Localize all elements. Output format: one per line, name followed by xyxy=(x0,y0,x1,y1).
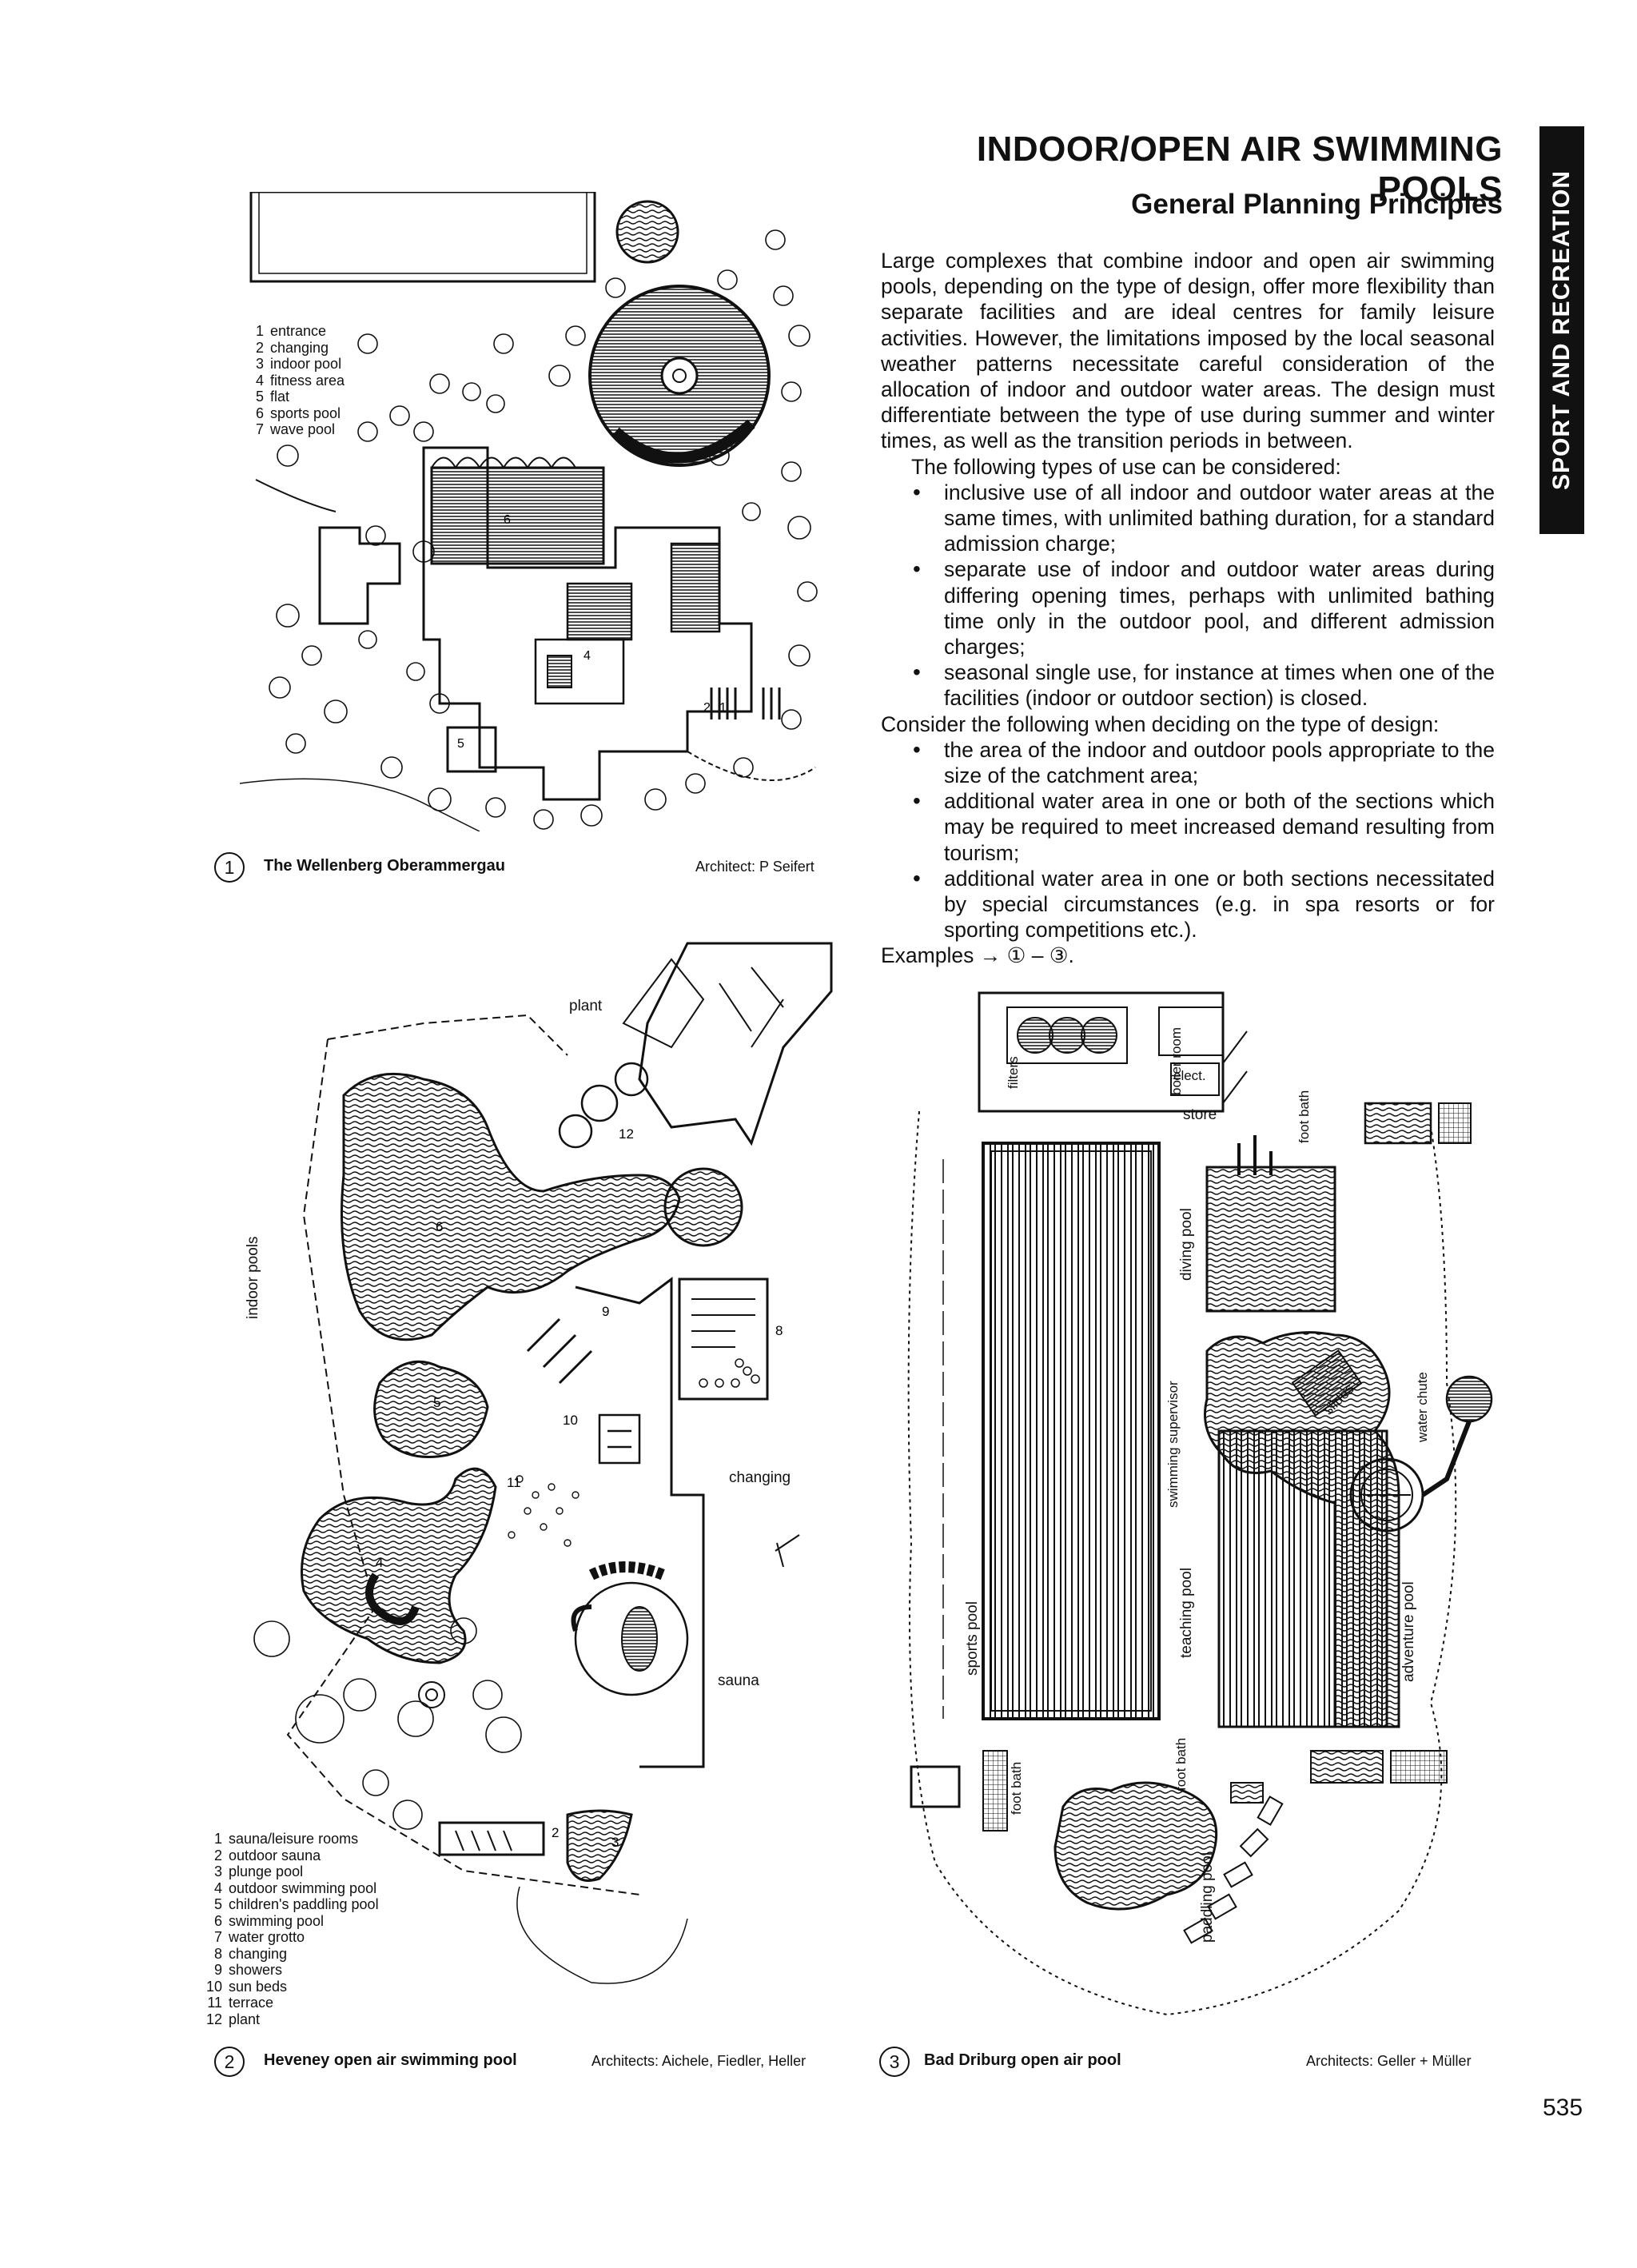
plan-label-boiler-room: boiler room xyxy=(1169,1026,1184,1095)
plan-mark: 4 xyxy=(376,1555,383,1570)
figure-3-site-plan xyxy=(907,991,1493,2016)
plan-label-diving-pool: diving pool xyxy=(1178,1208,1195,1281)
list-item: seasonal single use, for instance at tim… xyxy=(881,660,1495,711)
plan-mark: 5 xyxy=(433,1395,440,1410)
figure-1-site-plan: 6 4 2 5 1 xyxy=(240,192,818,831)
body-text: Large complexes that combine indoor and … xyxy=(881,248,1495,969)
plan-label-paddling-pool: paddling pool xyxy=(1199,1851,1216,1943)
plan-label-foot-bath: foot bath xyxy=(1173,1737,1189,1791)
plan-label-adventure-pool: adventure pool xyxy=(1400,1581,1417,1682)
list-design-factors: the area of the indoor and outdoor pools… xyxy=(881,737,1495,943)
list-item: the area of the indoor and outdoor pools… xyxy=(881,737,1495,788)
list-item: separate use of indoor and outdoor water… xyxy=(881,556,1495,660)
plan-mark: 11 xyxy=(507,1475,521,1490)
plan-mark: 7 xyxy=(671,1203,679,1218)
examples-reference: Examples → ① – ③. xyxy=(881,943,1074,968)
list-use-types: inclusive use of all indoor and outdoor … xyxy=(881,480,1495,711)
figure-2-architect: Architects: Aichele, Fiedler, Heller xyxy=(591,2053,807,2069)
plan-label-elect: elect. xyxy=(1173,1068,1206,1083)
plan-mark: 4 xyxy=(584,649,591,663)
section-tab: SPORT AND RECREATION xyxy=(1539,126,1584,534)
paragraph-types: The following types of use can be consid… xyxy=(911,454,1341,479)
figure-2-number: 2 xyxy=(214,2047,245,2077)
figure-3-architect: Architects: Geller + Müller xyxy=(1306,2053,1472,2069)
page-subtitle: General Planning Principles xyxy=(1131,189,1503,220)
plan-mark: 1 xyxy=(719,701,727,715)
plan-mark: 5 xyxy=(457,737,464,751)
plan-label-filters: filters xyxy=(1006,1056,1021,1089)
plan-mark: 2 xyxy=(703,701,711,715)
plan-mark: 2 xyxy=(552,1825,559,1840)
plan-mark: 9 xyxy=(602,1304,609,1319)
plan-label-sports-pool: sports pool xyxy=(964,1601,981,1676)
plan-label-indoor-pools: indoor pools xyxy=(245,1236,261,1319)
figure-2-site-plan: 12 6 7 9 8 10 5 11 4 2 3 xyxy=(253,942,833,1984)
figure-2-title: Heveney open air swimming pool xyxy=(264,2051,517,2069)
plan-mark: 10 xyxy=(563,1413,578,1428)
figure-3-number: 3 xyxy=(879,2047,910,2077)
plan-mark: 8 xyxy=(775,1323,783,1338)
plan-label-foot-bath: foot bath xyxy=(1296,1090,1312,1143)
paragraph-intro: Large complexes that combine indoor and … xyxy=(881,249,1495,453)
figure-1-number: 1 xyxy=(214,852,245,883)
paragraph-consider: Consider the following when deciding on … xyxy=(881,711,1440,736)
section-tab-label: SPORT AND RECREATION xyxy=(1548,169,1575,491)
figure-1-architect: Architect: P Seifert xyxy=(695,859,815,875)
list-item: additional water area in one or both of … xyxy=(881,788,1495,866)
plan-label-teaching-pool: teaching pool xyxy=(1178,1567,1195,1658)
plan-mark: 3 xyxy=(611,1835,619,1850)
plan-label-foot-bath: foot bath xyxy=(1009,1761,1024,1815)
plan-mark: 6 xyxy=(504,513,511,527)
plan-label-swimming-supervisor: swimming supervisor xyxy=(1165,1381,1181,1508)
page-number: 535 xyxy=(1543,2095,1583,2121)
figure-3-title: Bad Driburg open air pool xyxy=(924,2051,1121,2069)
plan-mark: 12 xyxy=(619,1126,634,1142)
plan-label-plant: plant xyxy=(569,998,603,1014)
plan-label-sauna: sauna xyxy=(718,1672,759,1689)
page-title: INDOOR/OPEN AIR SWIMMING POOLS xyxy=(976,130,1503,209)
list-item: inclusive use of all indoor and outdoor … xyxy=(881,480,1495,557)
list-item: additional water area in one or both sec… xyxy=(881,866,1495,943)
figure-1-title: The Wellenberg Oberammergau xyxy=(264,857,505,875)
plan-mark: 6 xyxy=(436,1219,443,1234)
plan-label-store: store xyxy=(1183,1106,1217,1123)
plan-label-water-chute: water chute xyxy=(1415,1372,1430,1442)
plan-label-changing: changing xyxy=(729,1469,791,1486)
